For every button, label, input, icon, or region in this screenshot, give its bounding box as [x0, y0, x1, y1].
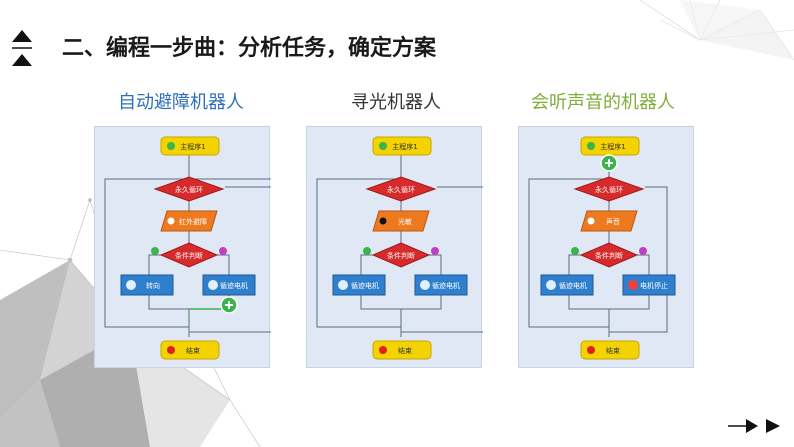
yes-action-label: 循迹电机 — [559, 281, 587, 290]
page-title: 二、编程一步曲：分析任务，确定方案 — [62, 36, 437, 61]
robot-title-obstacle: 自动避障机器人 — [118, 92, 244, 113]
yes-action-node — [120, 274, 174, 296]
sensor-label: 声音 — [606, 217, 620, 226]
start-node — [160, 136, 220, 156]
start-label: 主程序1 — [180, 142, 205, 151]
condition-label: 条件判断 — [595, 251, 623, 260]
end-node — [372, 340, 432, 360]
no-action-node — [622, 274, 676, 296]
condition-label: 条件判断 — [175, 251, 203, 260]
start-label: 主程序1 — [600, 142, 625, 151]
loop-label: 永久循环 — [595, 185, 623, 194]
sensor-label: 红外避障 — [179, 217, 207, 226]
condition-node — [363, 242, 439, 268]
no-action-node — [414, 274, 468, 296]
loop-node — [153, 176, 225, 202]
up-arrows-icon — [12, 30, 32, 66]
no-action-label: 循迹电机 — [432, 281, 460, 290]
sensor-node — [372, 210, 430, 232]
no-action-node — [202, 274, 256, 296]
add-icon — [600, 154, 618, 172]
condition-node — [571, 242, 647, 268]
loop-node — [365, 176, 437, 202]
forward-arrows-icon — [728, 419, 780, 433]
robot-title-sound: 会听声音的机器人 — [531, 92, 675, 113]
end-node — [580, 340, 640, 360]
sensor-label: 光敏 — [398, 217, 412, 226]
start-node — [372, 136, 432, 156]
no-action-label: 循迹电机 — [220, 281, 248, 290]
yes-action-node — [332, 274, 386, 296]
add-icon — [220, 296, 238, 314]
condition-node — [151, 242, 227, 268]
end-label: 结束 — [186, 346, 200, 355]
start-label: 主程序1 — [392, 142, 417, 151]
flowchart-sound: 主程序1 永久循环 声音 条件判断 循迹电机 电机停止 — [518, 126, 694, 368]
flowchart-obstacle: 主程序1 永久循环 红外避障 条件判断 转向 循迹电机 — [94, 126, 271, 368]
condition-label: 条件判断 — [387, 251, 415, 260]
yes-action-label: 转向 — [146, 281, 160, 290]
no-action-label: 电机停止 — [640, 281, 668, 290]
yes-action-label: 循迹电机 — [351, 281, 379, 290]
flowchart-light: 主程序1 永久循环 光敏 条件判断 循迹电机 循迹电机 结束 — [306, 126, 483, 368]
end-label: 结束 — [606, 346, 620, 355]
end-node — [160, 340, 220, 360]
loop-label: 永久循环 — [175, 185, 203, 194]
loop-label: 永久循环 — [387, 185, 415, 194]
yes-action-node — [540, 274, 594, 296]
sensor-node — [580, 210, 638, 232]
end-label: 结束 — [398, 346, 412, 355]
loop-node — [573, 176, 645, 202]
robot-title-light: 寻光机器人 — [351, 92, 441, 113]
sensor-node — [160, 210, 218, 232]
